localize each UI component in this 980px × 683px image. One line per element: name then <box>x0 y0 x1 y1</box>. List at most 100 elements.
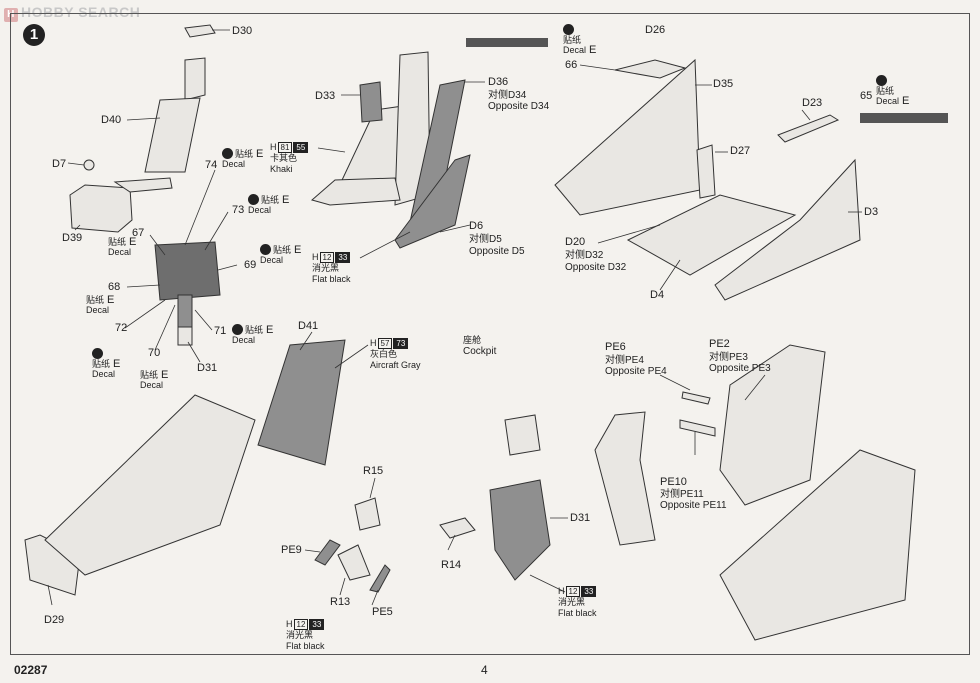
label-65: 65 <box>860 90 873 102</box>
label-d33: D33 <box>315 90 336 102</box>
label-74: 74 <box>205 159 218 171</box>
part-d30 <box>184 24 216 38</box>
part-pe9 <box>314 539 341 566</box>
label-73: 73 <box>232 204 245 216</box>
part-d26 <box>614 59 687 79</box>
label-69: 69 <box>244 259 257 271</box>
label-d39: D39 <box>62 232 83 244</box>
label-d29: D29 <box>44 614 65 626</box>
label-d6: D6 <box>469 220 484 232</box>
label-pe2-opposite: Opposite PE3 <box>709 363 771 374</box>
footer-kit-code: 02287 <box>14 663 48 677</box>
label-d41: D41 <box>298 320 319 332</box>
part-pe10 <box>679 419 716 437</box>
label-68: 68 <box>108 281 121 293</box>
part-d31-small <box>177 326 193 346</box>
decal-icon <box>232 324 243 335</box>
part-d23 <box>777 114 840 143</box>
label-pe5: PE5 <box>372 606 393 618</box>
label-d27: D27 <box>730 145 751 157</box>
instrument-panel <box>154 241 221 301</box>
label-d6-opposite: Opposite D5 <box>469 246 525 257</box>
label-pe2-opposite-cn: 对侧PE3 <box>709 352 748 363</box>
label-d20-opposite: Opposite D32 <box>565 262 627 273</box>
part-d40 <box>184 57 206 101</box>
label-cockpit: Cockpit <box>463 346 497 357</box>
label-66: 66 <box>565 59 578 71</box>
step-number-badge: 1 <box>23 24 45 46</box>
part-d3 <box>714 158 861 301</box>
ejection-seat-2 <box>719 344 826 506</box>
decal-icon <box>876 75 887 86</box>
label-d36: D36 <box>488 76 509 88</box>
seat-base <box>310 177 401 206</box>
part-d40-body <box>144 97 201 173</box>
part-d4 <box>626 194 797 276</box>
label-d31-panel: D31 <box>197 362 218 374</box>
part-pe6 <box>681 391 711 405</box>
label-pe9: PE9 <box>281 544 302 556</box>
part-r14 <box>439 517 476 539</box>
label-pe10-opposite-cn: 对侧PE11 <box>660 489 704 500</box>
label-d3: D3 <box>864 206 879 218</box>
label-71: 71 <box>214 325 227 337</box>
label-cockpit-cn: 座舱 <box>463 335 482 345</box>
label-pe10: PE10 <box>660 476 687 488</box>
label-d6-opposite-cn: 对侧D5 <box>469 234 502 245</box>
part-pe5 <box>369 564 391 593</box>
part-d27 <box>696 144 716 199</box>
label-72: 72 <box>115 322 128 334</box>
part-d6 <box>394 154 471 249</box>
panel-stack <box>177 294 193 328</box>
watermark-text: HOBBY SEARCH <box>21 4 141 20</box>
part-r15 <box>354 497 381 531</box>
console-top <box>504 414 541 456</box>
decal-icon <box>92 348 103 359</box>
label-d7: D7 <box>52 158 67 170</box>
label-d23: D23 <box>802 97 823 109</box>
label-r14: R14 <box>441 559 462 571</box>
footer-page-number: 4 <box>481 663 488 677</box>
label-pe10-opposite: Opposite PE11 <box>660 500 727 511</box>
part-d35 <box>554 58 701 216</box>
part-d33 <box>359 81 383 123</box>
decal-strip-right <box>860 113 948 123</box>
decal-icon <box>248 194 259 205</box>
decal-strip-top <box>466 38 548 47</box>
decal-icon <box>260 244 271 255</box>
label-pe6: PE6 <box>605 341 626 353</box>
part-d41 <box>257 339 346 466</box>
label-d40: D40 <box>101 114 122 126</box>
part-d7 <box>83 159 95 171</box>
label-d35: D35 <box>713 78 734 90</box>
decal-icon <box>222 148 233 159</box>
label-pe2: PE2 <box>709 338 730 350</box>
part-r13 <box>337 544 371 581</box>
label-d20-opposite-cn: 对侧D32 <box>565 250 604 261</box>
lower-tub-right <box>719 449 916 641</box>
part-d39-top <box>113 177 173 193</box>
label-d31-console: D31 <box>570 512 591 524</box>
label-d20: D20 <box>565 236 586 248</box>
decal-icon <box>563 24 574 35</box>
label-pe6-opposite-cn: 对侧PE4 <box>605 355 644 366</box>
label-d4: D4 <box>650 289 665 301</box>
lower-tub-left <box>44 394 256 576</box>
label-d36-opposite-cn: 对侧D34 <box>488 90 527 101</box>
label-67: 67 <box>132 227 145 239</box>
step-frame <box>10 13 970 655</box>
